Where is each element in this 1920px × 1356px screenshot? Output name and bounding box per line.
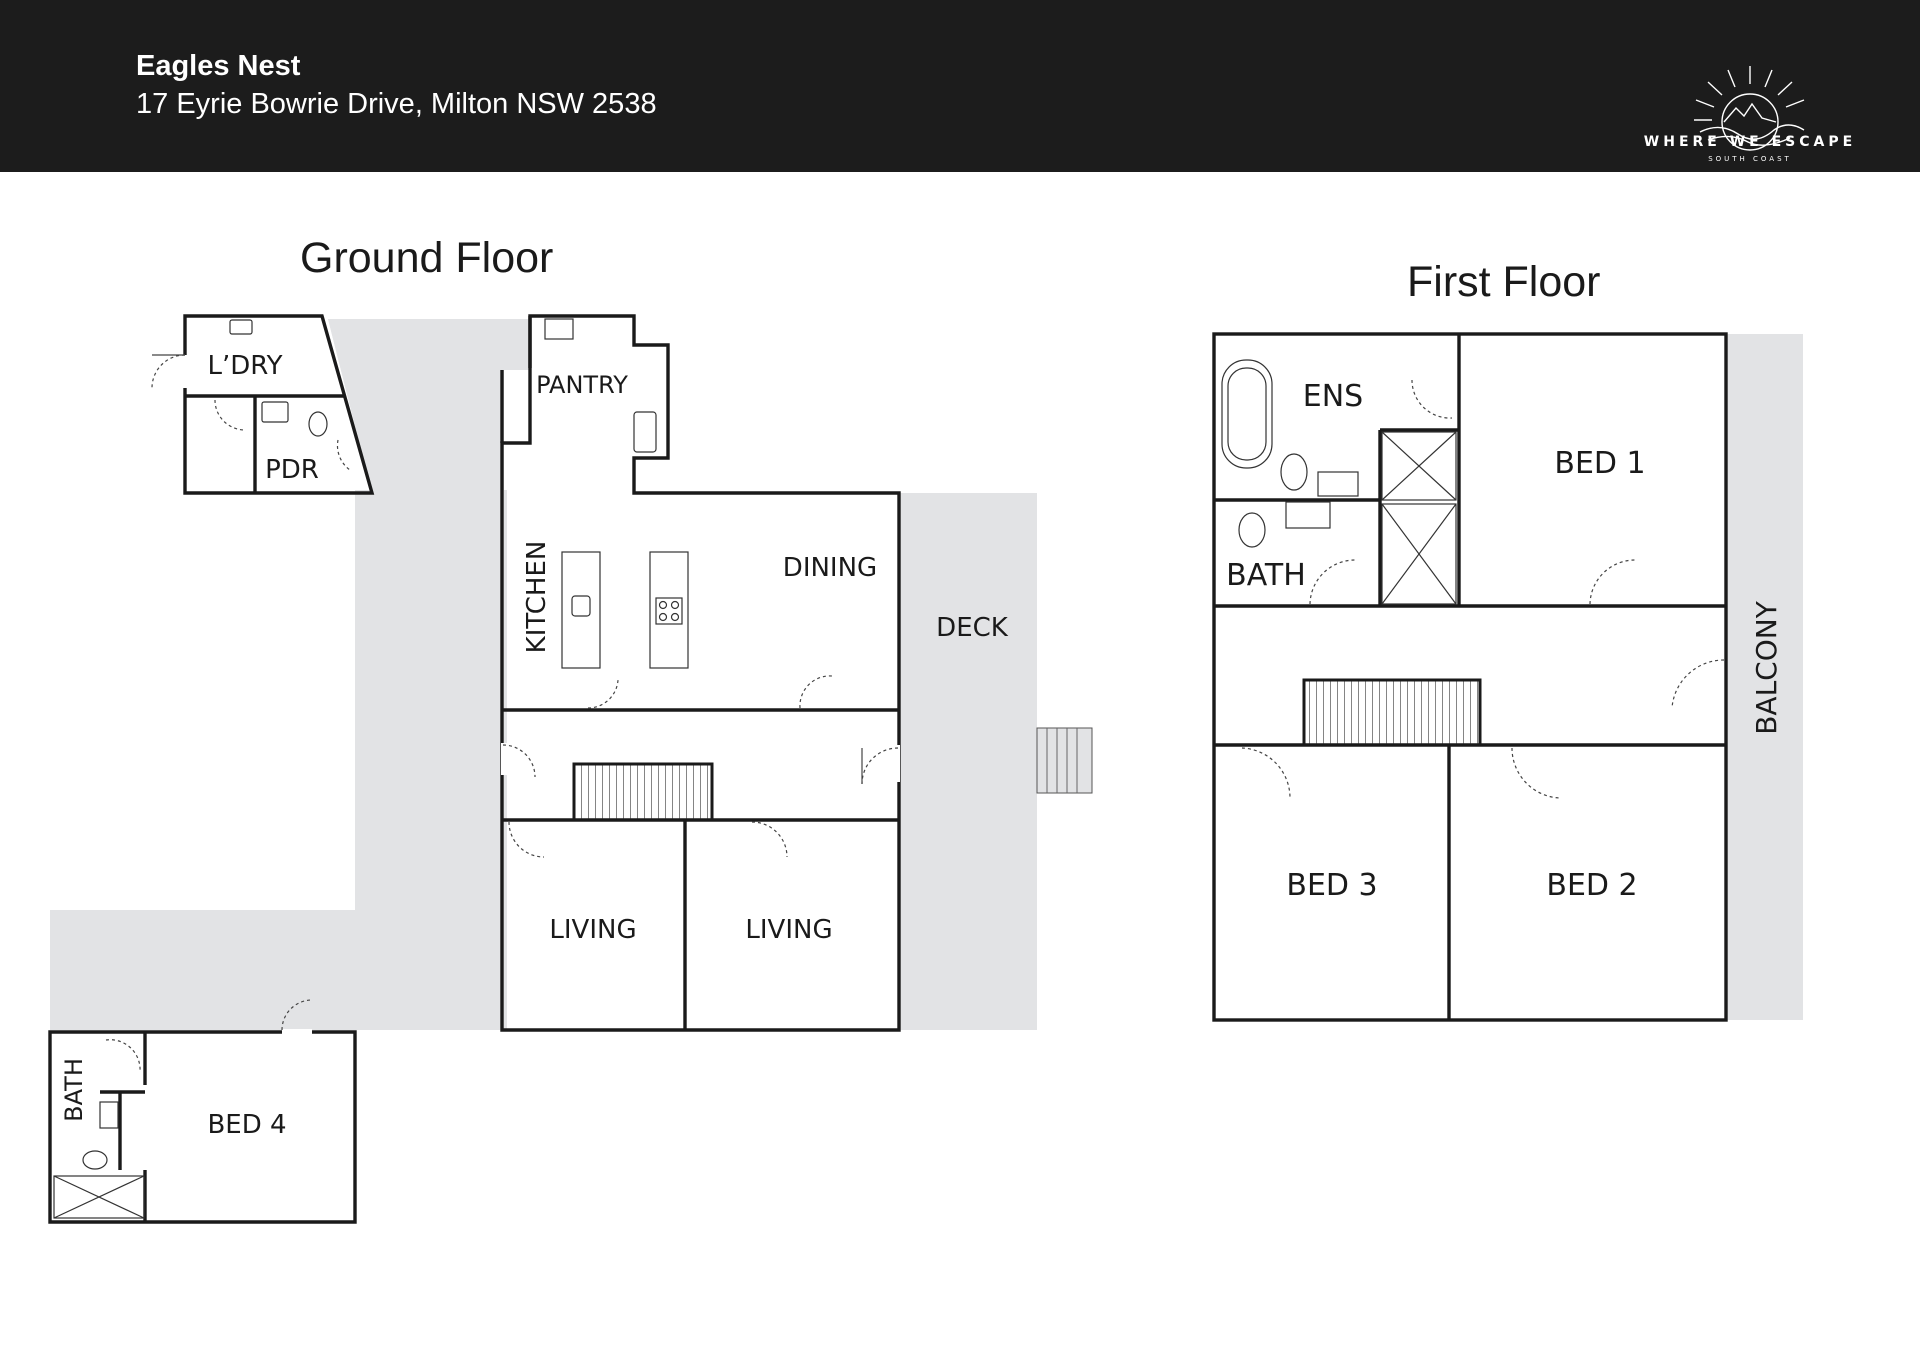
balcony-area <box>1727 334 1803 1020</box>
powder-label: PDR <box>265 455 319 485</box>
header-bar: Eagles Nest 17 Eyrie Bowrie Drive, Milto… <box>0 0 1920 172</box>
living-1-label: LIVING <box>549 915 636 945</box>
ground-floor-plan <box>48 314 1093 1224</box>
powder-basin <box>261 401 289 423</box>
bath-toilet <box>82 1150 108 1170</box>
first-bath-label: BATH <box>1226 558 1306 593</box>
kitchen-bench <box>649 551 689 669</box>
balcony-label: BALCONY <box>1750 600 1783 734</box>
ground-hall-column <box>355 490 507 1030</box>
logo-wordmark: WHERE WE ESCAPE <box>1643 134 1857 150</box>
first-floor-stairs <box>1302 678 1482 747</box>
bed4-bath-label: BATH <box>60 1058 88 1122</box>
bed-2-label: BED 2 <box>1546 868 1637 903</box>
ground-hall-top <box>328 319 530 493</box>
first-bath-toilet <box>1238 512 1266 548</box>
property-name: Eagles Nest <box>136 50 301 82</box>
sun-wave-logo-icon <box>1694 66 1805 151</box>
kitchen-island <box>561 551 601 669</box>
pantry-label: PANTRY <box>536 371 628 399</box>
bed-1-label: BED 1 <box>1554 446 1645 481</box>
property-address: 17 Eyrie Bowrie Drive, Milton NSW 2538 <box>136 88 657 120</box>
pantry-sink <box>633 411 657 453</box>
ensuite-vanity <box>1317 471 1359 497</box>
first-floor-title: First Floor <box>1407 258 1601 306</box>
bath-basin <box>99 1101 119 1129</box>
deck-label: DECK <box>936 613 1009 643</box>
ground-floor-title: Ground Floor <box>300 234 554 282</box>
bath-shower-icon <box>1381 503 1457 605</box>
laundry-powder-walls <box>183 314 375 495</box>
first-floor-plan <box>1212 332 1803 1022</box>
ensuite-label: ENS <box>1303 379 1363 414</box>
cooktop-icon <box>655 597 683 625</box>
first-floor-outer-walls <box>1212 332 1728 1022</box>
logo-subtext: SOUTH COAST <box>1708 155 1792 163</box>
laundry-sink <box>229 319 253 335</box>
ensuite-bathtub <box>1221 359 1273 469</box>
kitchen-label: KITCHEN <box>522 541 552 654</box>
bed4-wing-walls <box>48 1030 357 1224</box>
bed-3-label: BED 3 <box>1286 868 1377 903</box>
deck-steps <box>1036 727 1093 794</box>
ensuite-toilet <box>1280 453 1308 491</box>
deck-area <box>899 493 1037 1030</box>
ensuite-shower-icon <box>1381 431 1457 501</box>
dining-label: DINING <box>783 553 877 583</box>
kitchen-sink-icon <box>571 595 591 617</box>
living-2-label: LIVING <box>745 915 832 945</box>
ground-stairs <box>572 762 714 822</box>
pantry-shelf <box>544 318 574 340</box>
bed-4-label: BED 4 <box>207 1110 286 1140</box>
shower-icon <box>53 1175 145 1219</box>
laundry-label: L’DRY <box>207 351 282 381</box>
ground-west-wing-hall <box>50 910 355 1030</box>
powder-toilet <box>308 411 328 437</box>
first-bath-vanity <box>1285 501 1331 529</box>
